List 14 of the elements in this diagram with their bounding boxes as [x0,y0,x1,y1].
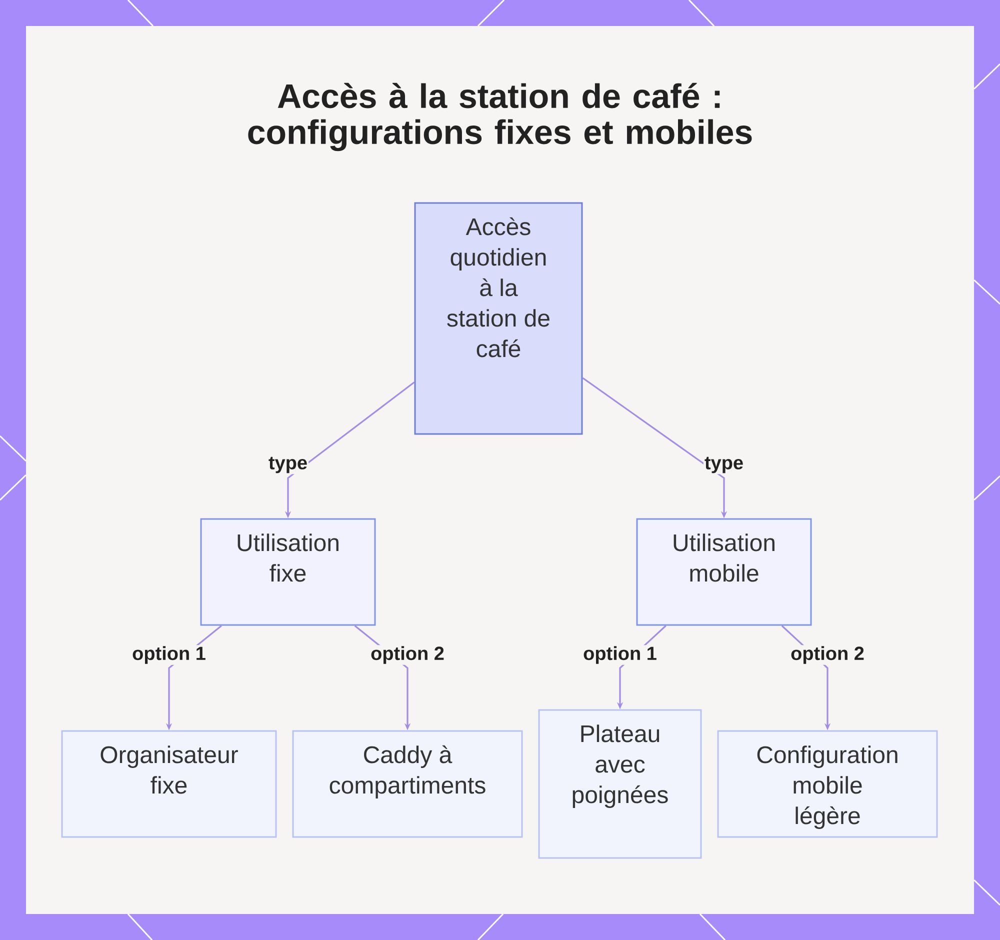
edge-label: option 1 [131,645,207,665]
option-box: Plateau avec poignées [538,709,702,859]
edge-label: type [703,456,745,474]
category-box: Utilisation mobile [636,518,812,626]
edge-label: option 2 [370,645,446,665]
title: Accès à la station de café : configurations fixes et mobiles [248,82,752,152]
edge-label: option 2 [790,645,866,665]
category-box: Utilisation fixe [200,518,376,626]
option-box: Organisateur fixe [61,730,277,838]
edge-label: type [267,456,309,474]
option-box: Caddy à compartiments [292,730,523,838]
edge-label: option 1 [582,645,658,665]
category-box: Accès quotidien à la station de café [414,202,583,435]
option-box: Configuration mobile légère [717,730,938,838]
